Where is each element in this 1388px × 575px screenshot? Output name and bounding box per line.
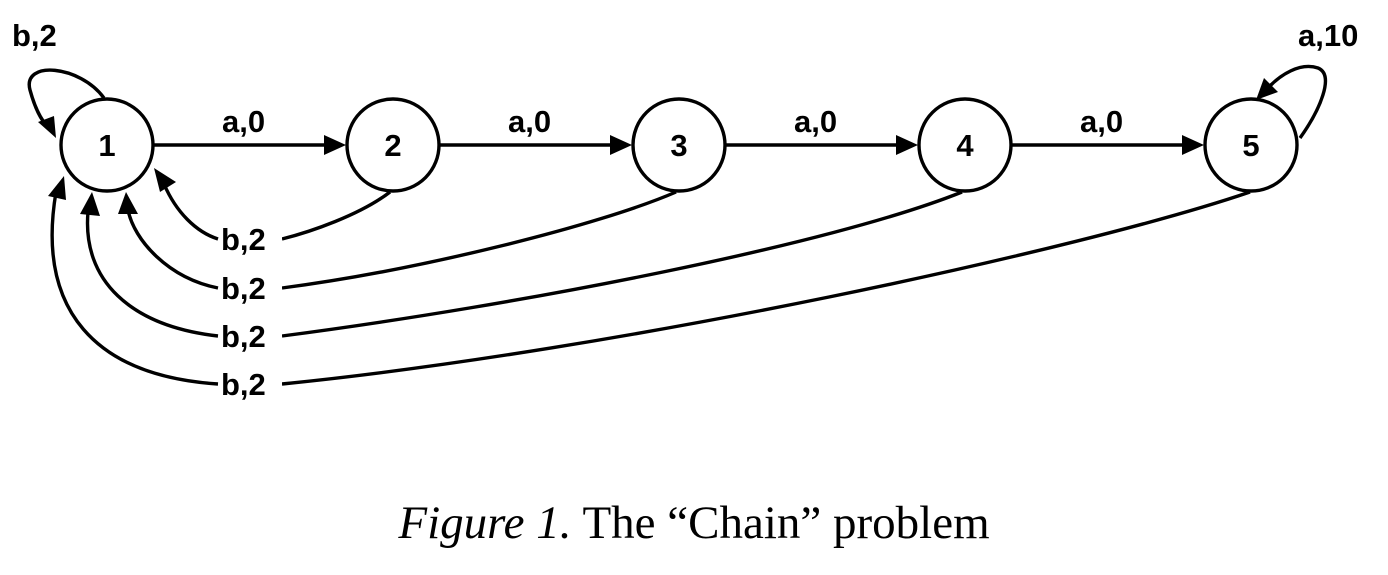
edge-1-to-2: a,0 xyxy=(154,104,346,155)
edge-5-to-1: b,2 xyxy=(48,176,1251,402)
edge-label-4-to-1: b,2 xyxy=(221,319,266,354)
edges-group: b,2 a,0 a,0 a,0 a,0 a,10 xyxy=(12,18,1358,402)
edge-label-4-to-5: a,0 xyxy=(1080,104,1123,139)
node-1: 1 xyxy=(59,97,155,193)
edge-label-5-to-1: b,2 xyxy=(221,367,266,402)
edge-3-to-1: b,2 xyxy=(118,190,677,306)
edge-label-1-to-1: b,2 xyxy=(12,18,57,53)
node-label-2: 2 xyxy=(384,128,401,163)
edge-label-5-to-5: a,10 xyxy=(1298,18,1358,53)
edge-5-to-5: a,10 xyxy=(1256,18,1358,139)
node-label-4: 4 xyxy=(956,128,974,163)
node-4: 4 xyxy=(917,97,1013,193)
node-5: 5 xyxy=(1203,97,1299,193)
edge-4-to-1: b,2 xyxy=(80,190,963,354)
edge-4-to-5: a,0 xyxy=(1012,104,1204,155)
node-3: 3 xyxy=(631,97,727,193)
caption-text: The “Chain” problem xyxy=(571,497,990,549)
edge-2-to-3: a,0 xyxy=(440,104,632,155)
caption-label: Figure 1. xyxy=(398,497,572,549)
nodes-group: 1 2 3 4 5 xyxy=(59,97,1299,193)
edge-label-3-to-1: b,2 xyxy=(221,271,266,306)
edge-3-to-4: a,0 xyxy=(726,104,918,155)
edge-1-to-1: b,2 xyxy=(12,18,106,138)
node-2: 2 xyxy=(345,97,441,193)
edge-label-2-to-1: b,2 xyxy=(221,222,266,257)
node-label-1: 1 xyxy=(98,128,115,163)
edge-label-3-to-4: a,0 xyxy=(794,104,837,139)
edge-label-1-to-2: a,0 xyxy=(222,104,265,139)
node-label-5: 5 xyxy=(1242,128,1259,163)
figure-caption: Figure 1. The “Chain” problem xyxy=(0,495,1388,551)
node-label-3: 3 xyxy=(670,128,687,163)
edge-label-2-to-3: a,0 xyxy=(508,104,551,139)
edge-2-to-1: b,2 xyxy=(154,168,392,257)
